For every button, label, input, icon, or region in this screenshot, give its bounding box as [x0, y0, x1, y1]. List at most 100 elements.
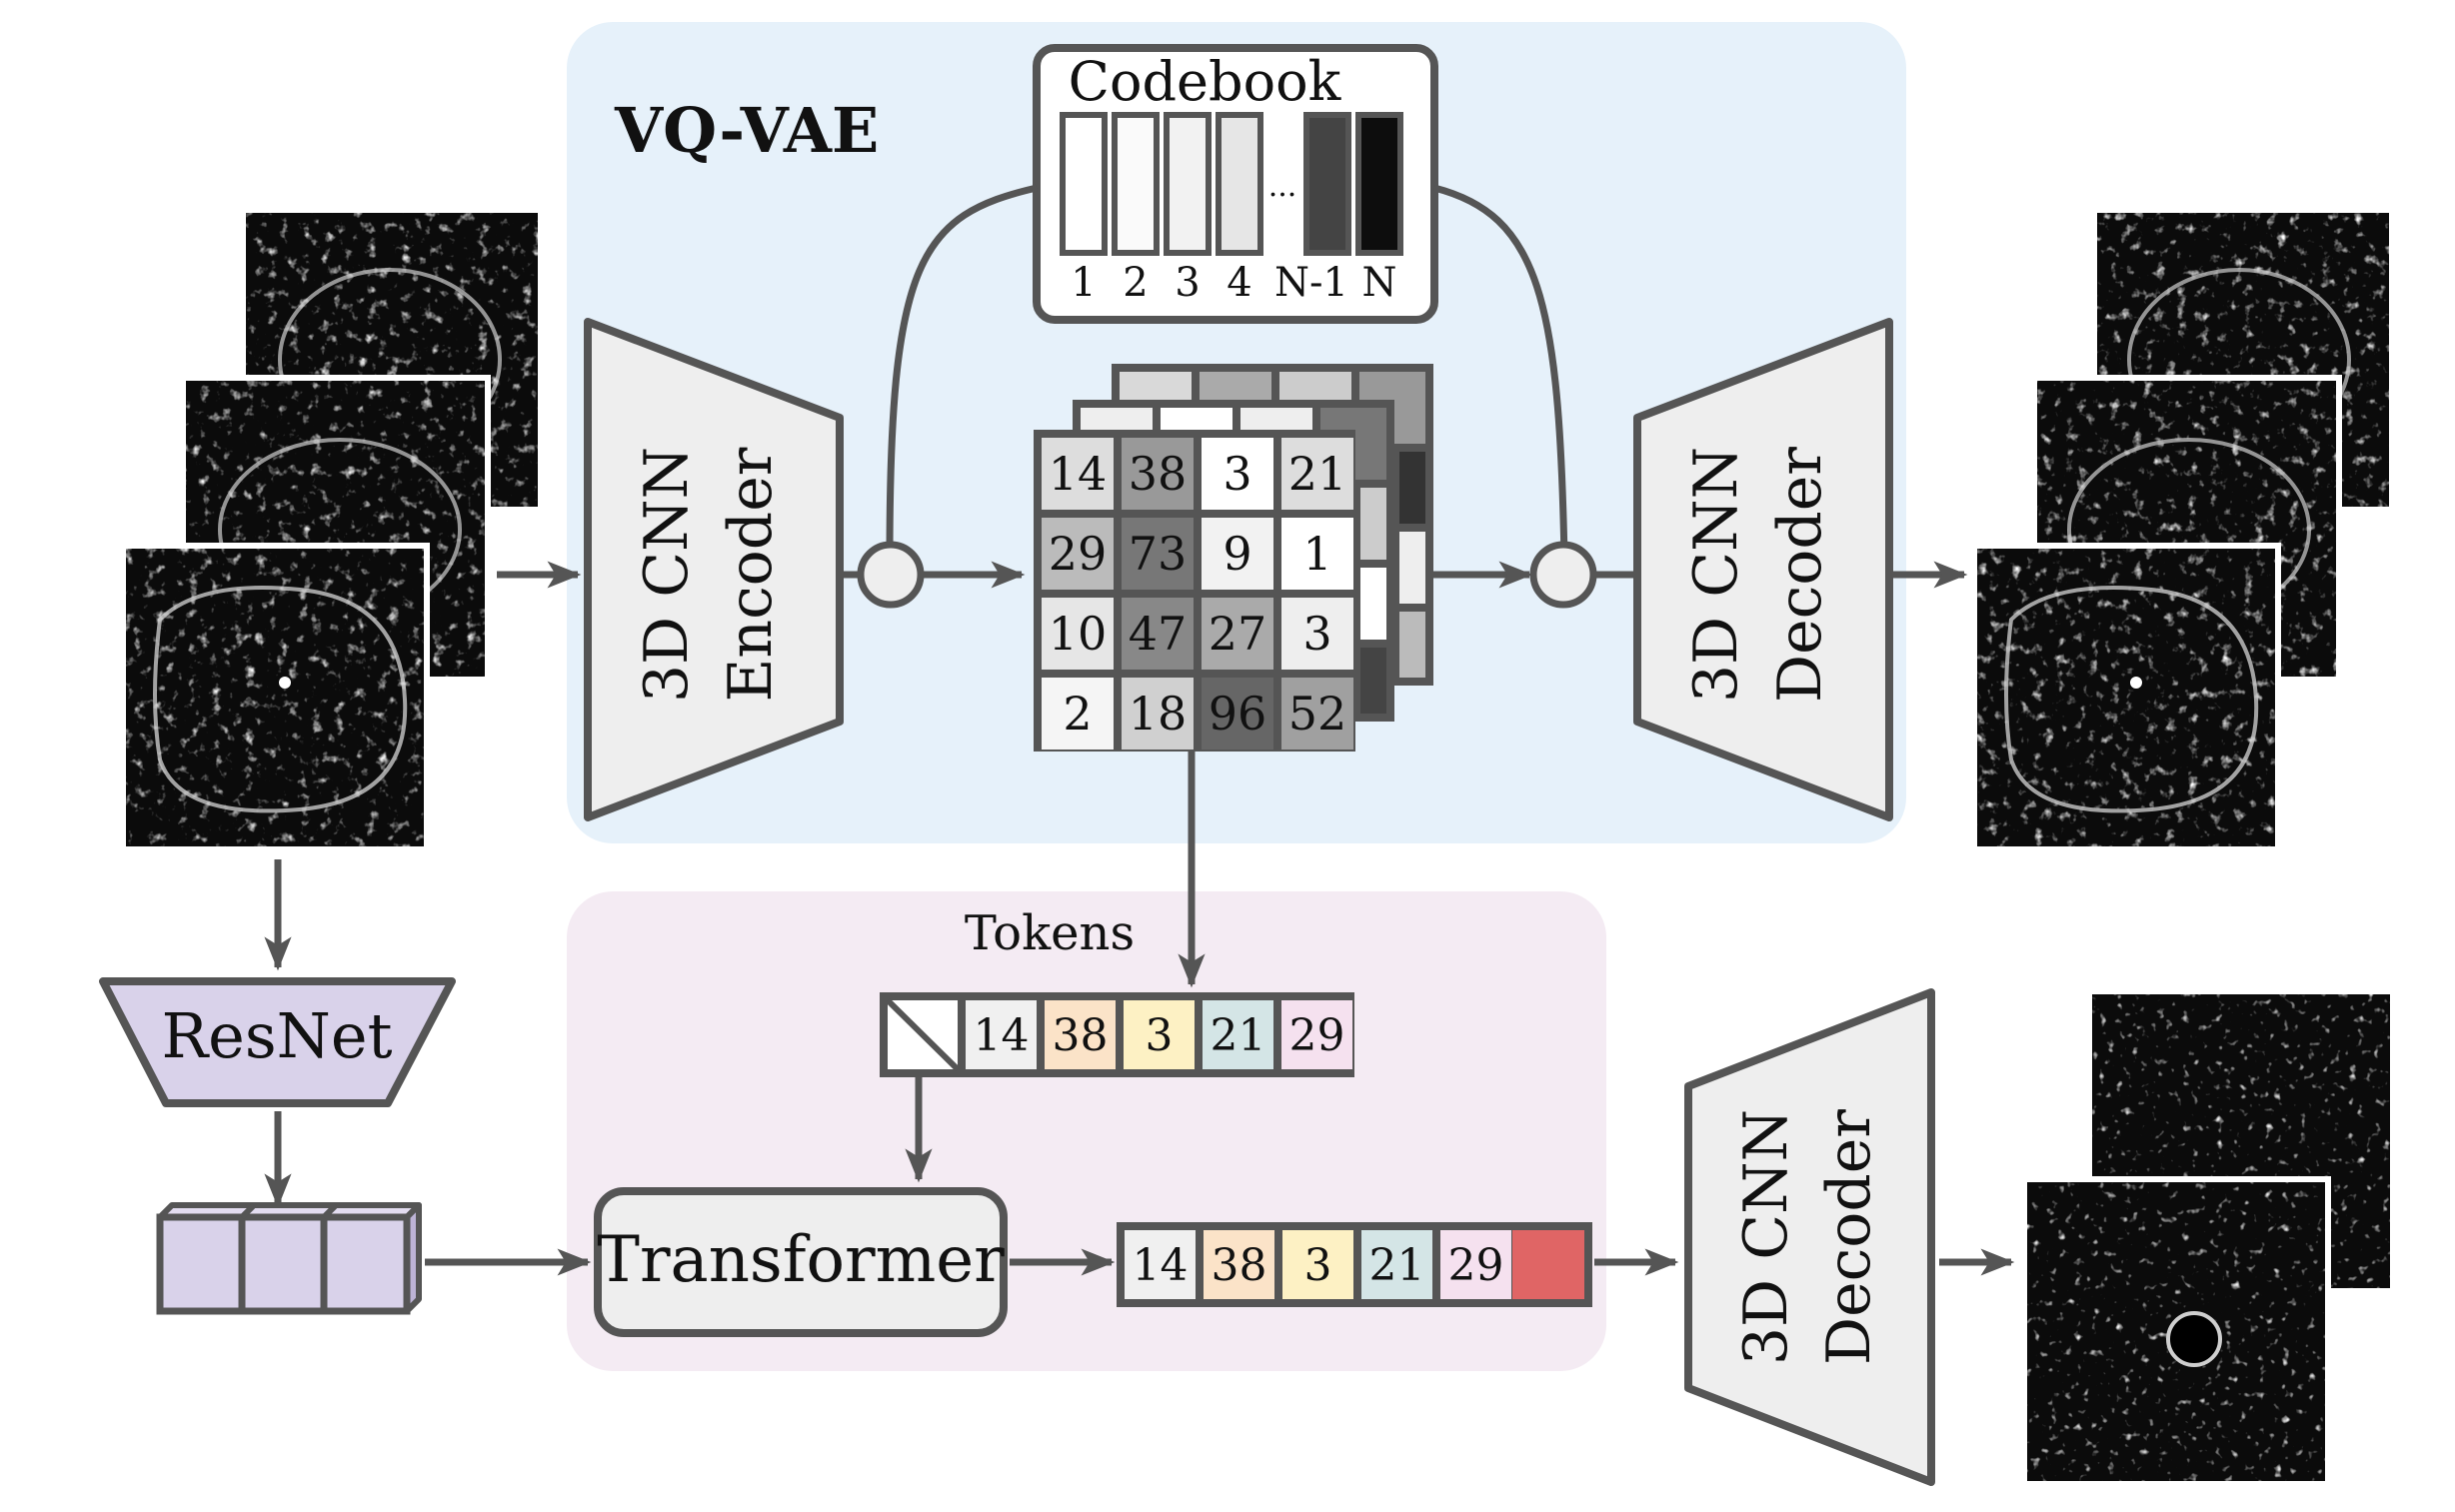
grid-cell: [1281, 518, 1353, 590]
output-token-value: 3: [1304, 1240, 1332, 1291]
output-token-value: 21: [1369, 1240, 1425, 1291]
token-value: 21: [1211, 1010, 1266, 1061]
codebook-label-4: 4: [1227, 260, 1251, 306]
token-value: 38: [1053, 1010, 1109, 1061]
token-cell: [1124, 1000, 1195, 1069]
grid-cell-value: 21: [1288, 447, 1347, 501]
vqvae-decoder: 3D CNN Decoder: [1633, 318, 1893, 821]
output-token-cell: [1125, 1230, 1196, 1299]
output-token-sequence: 14 38 3 21 29: [1117, 1222, 1592, 1307]
grid-cell-value: 9: [1223, 527, 1251, 581]
grid-cell-value: 47: [1129, 607, 1188, 661]
token-value: 14: [974, 1010, 1030, 1061]
output-token-value: 14: [1133, 1240, 1189, 1291]
svg-text:Decoder: Decoder: [1814, 1109, 1884, 1365]
resnet-label: ResNet: [161, 999, 392, 1072]
grid-cell: [1202, 438, 1273, 510]
reconstructed-image-stack: [1971, 207, 2395, 852]
grid-cell: [1122, 518, 1194, 590]
input-image-stack: [120, 207, 544, 852]
gen-decoder-label-line1: 3D CNN: [1731, 1109, 1801, 1365]
grid-cell-value: 73: [1129, 527, 1188, 581]
codebook-to-lookup-curve: [1433, 184, 1568, 561]
grid-cell-value: 96: [1209, 687, 1267, 741]
lookup-node: [1529, 541, 1597, 609]
codebook-label-n-1: N-1: [1274, 260, 1348, 306]
quantizer-node: [857, 541, 925, 609]
grid-cell-value: 2: [1063, 687, 1092, 741]
generated-image-stack: [2021, 988, 2396, 1487]
output-token-cell: [1361, 1230, 1432, 1299]
resnet-block: ResNet: [99, 977, 456, 1107]
vqvae-title: VQ-VAE: [614, 94, 879, 167]
token-sequence: 14 38 3 21 29: [880, 992, 1354, 1077]
input-image-front: [120, 543, 430, 852]
encoder-label-line2: Encoder: [716, 447, 786, 702]
token-cell: [1203, 1000, 1273, 1069]
grid-cell: [1122, 438, 1194, 510]
svg-text:Decoder: Decoder: [1765, 447, 1835, 703]
output-token-cell: [1440, 1230, 1511, 1299]
token-value: 3: [1146, 1010, 1174, 1061]
grid-cell-value: 1: [1302, 527, 1331, 581]
output-token-cell: [1204, 1230, 1274, 1299]
grid-cell-value: 52: [1288, 687, 1347, 741]
codebook-label-1: 1: [1071, 260, 1096, 306]
svg-text:3D CNN: 3D CNN: [1681, 447, 1751, 703]
transformer-block: Transformer: [594, 1187, 1008, 1337]
grid-cell-value: 29: [1049, 527, 1108, 581]
token-value: 29: [1289, 1010, 1345, 1061]
codebook-title: Codebook: [1069, 50, 1342, 113]
grid-cell: [1042, 678, 1114, 750]
token-cell: [966, 1000, 1037, 1069]
recon-image-front: [1971, 543, 2281, 852]
codebook-vectors: [1060, 112, 1403, 256]
token-cell: [1045, 1000, 1116, 1069]
grid-cell: [1042, 518, 1114, 590]
grid-cell: [1281, 678, 1353, 750]
grid-cell: [1202, 678, 1273, 750]
grid-cell: [1202, 518, 1273, 590]
tokens-label: Tokens: [965, 905, 1135, 961]
transformer-label: Transformer: [597, 1223, 1005, 1297]
output-token-value: 38: [1212, 1240, 1267, 1291]
output-token-cell: [1282, 1230, 1353, 1299]
predicted-token: [1512, 1230, 1584, 1299]
codebook-to-quantizer-curve: [886, 184, 1038, 561]
grid-cell-value: 14: [1049, 447, 1108, 501]
grid-cell-value: 18: [1129, 687, 1188, 741]
grid-cell: [1281, 598, 1353, 670]
start-token: [885, 997, 961, 1072]
grid-cell-value: 27: [1209, 607, 1267, 661]
resnet-embedding: [156, 1202, 422, 1315]
svg-text:3D CNN: 3D CNN: [632, 447, 702, 703]
codebook: Codebook ... 1 2 3 4 N-1 N: [1033, 44, 1438, 324]
grid-cell-value: 3: [1302, 607, 1331, 661]
generation-decoder: 3D CNN Decoder: [1684, 988, 1935, 1486]
codebook-label-n: N: [1362, 260, 1397, 306]
grid-cell: [1202, 598, 1273, 670]
decoder-label-line2: Decoder: [1765, 447, 1835, 703]
codebook-ellipsis: ...: [1268, 169, 1297, 204]
grid-cell: [1281, 438, 1353, 510]
generated-image-front: [2021, 1176, 2331, 1487]
codebook-label-2: 2: [1123, 260, 1148, 306]
vqvae-encoder: 3D CNN Encoder: [584, 318, 844, 821]
grid-cell-value: 10: [1049, 607, 1108, 661]
grid-cell: [1122, 598, 1194, 670]
grid-cell-value: 38: [1129, 447, 1188, 501]
grid-cell-value: 3: [1223, 447, 1251, 501]
svg-text:3D CNN: 3D CNN: [1731, 1109, 1801, 1365]
codebook-label-3: 3: [1175, 260, 1200, 306]
token-cell: [1281, 1000, 1352, 1069]
gen-decoder-label-line2: Decoder: [1814, 1109, 1884, 1365]
grid-cell: [1042, 598, 1114, 670]
output-token-value: 29: [1448, 1240, 1504, 1291]
grid-cell: [1042, 438, 1114, 510]
encoder-label-line1: 3D CNN: [632, 447, 702, 703]
grid-cell: [1122, 678, 1194, 750]
decoder-label-line1: 3D CNN: [1681, 447, 1751, 703]
svg-text:Encoder: Encoder: [716, 447, 786, 702]
